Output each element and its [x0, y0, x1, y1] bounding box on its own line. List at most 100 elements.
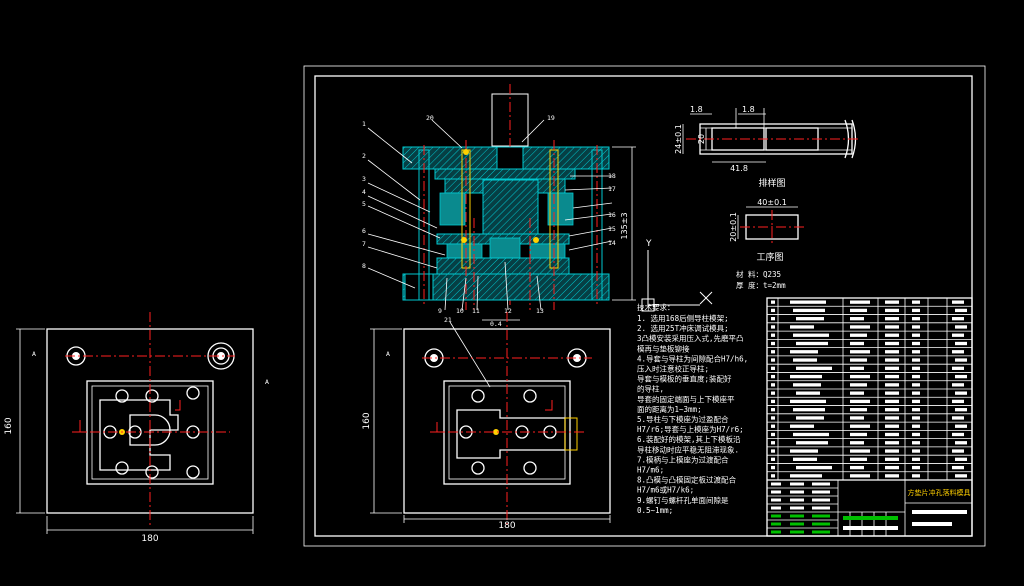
parts-list-cell-mark	[885, 408, 899, 412]
title-cell-mark	[843, 526, 898, 530]
parts-list-cell-mark	[912, 366, 920, 370]
parts-list-cell-mark	[955, 474, 967, 478]
parts-list-cell-mark	[771, 358, 775, 362]
title-cell-mark	[843, 516, 898, 520]
parts-list-cell-mark	[771, 416, 775, 420]
balloon-leaders	[367, 119, 613, 388]
parts-list-cell-mark	[885, 317, 899, 321]
parts-list-cell-mark	[955, 358, 967, 362]
title-cell-mark	[790, 482, 804, 486]
parts-list-cell-mark	[912, 374, 920, 379]
parts-list-cell-mark	[850, 366, 864, 370]
parts-list-cell-mark	[850, 449, 870, 453]
parts-list-cell-mark	[796, 341, 828, 346]
title-cell-mark	[771, 506, 781, 510]
tech-req-title: 技术要求：	[637, 302, 675, 312]
tech-req-line: 模再与垫板铆接	[637, 343, 690, 353]
parts-list-cell-mark	[912, 341, 920, 346]
parts-list-cell-mark	[955, 441, 967, 445]
parts-list-cell-mark	[952, 333, 964, 337]
strip-pitch-dim: 41.8	[730, 164, 748, 173]
title-cell-mark	[912, 510, 967, 514]
tech-req-line: 5.导柱与下模座为过盈配合	[637, 414, 729, 424]
parts-list-cell-mark	[885, 333, 899, 337]
parts-list-cell-mark	[955, 325, 967, 329]
parts-list-cell-mark	[912, 449, 920, 453]
balloon-17: 17	[608, 185, 616, 193]
parts-list-cell-mark	[790, 350, 818, 354]
process-caption: 工序图	[756, 251, 783, 263]
title-cell-mark	[771, 530, 781, 534]
balloon-14: 14	[608, 239, 616, 247]
parts-list-cell-mark	[952, 465, 964, 470]
right-plan-view: 160 180 A	[362, 312, 611, 531]
part-height-dim: 20±0.1	[729, 212, 738, 242]
parts-list-cell-mark	[850, 308, 867, 313]
title-cell-mark	[812, 514, 830, 518]
balloon-16: 16	[608, 211, 616, 219]
parts-list-cell-mark	[885, 300, 899, 304]
parts-list-cell-mark	[885, 391, 899, 395]
parts-list-cell-mark	[952, 416, 964, 420]
parts-list-cell-mark	[790, 399, 826, 404]
strip-layout-caption: 排样图	[758, 177, 785, 189]
tech-req-line: H7/m6;	[637, 466, 664, 475]
parts-list-cell-mark	[790, 325, 814, 329]
svg-text:A: A	[386, 350, 390, 358]
title-cell-mark	[812, 522, 830, 526]
title-cell-mark	[790, 506, 804, 510]
parts-list-cell-mark	[952, 399, 964, 404]
tech-req-line: 9.螺钉与螺杆孔单面间隙是	[637, 495, 729, 505]
balloon-4: 4	[362, 188, 366, 196]
bottom-gap-dim: 0.4	[490, 320, 502, 328]
parts-list-cell-mark	[912, 325, 920, 329]
parts-list-cell-mark	[771, 391, 775, 395]
parts-list-cell-mark	[771, 300, 775, 304]
parts-list-cell-mark	[793, 333, 829, 337]
parts-list-cell-mark	[771, 399, 775, 404]
parts-list-cell-mark	[790, 374, 822, 379]
parts-list-cell-mark	[796, 441, 828, 445]
parts-list-cell-mark	[793, 308, 825, 313]
tech-req-line: 的导柱,	[637, 384, 664, 394]
title-cell-mark	[790, 514, 804, 518]
parts-list-cell-mark	[793, 408, 825, 412]
parts-list-cell-mark	[885, 474, 899, 478]
parts-list-cell-mark	[850, 374, 870, 379]
title-cell-mark	[790, 498, 804, 502]
parts-list-cell-mark	[790, 474, 822, 478]
parts-list-cell-mark	[850, 416, 864, 420]
balloon-18: 18	[608, 172, 616, 180]
drawing-name: 方垫片冲孔落料模具	[908, 488, 971, 497]
parts-list-cell-mark	[850, 358, 867, 362]
balloon-11: 11	[472, 307, 480, 315]
strip-gap-b-dim: 1.8	[742, 105, 755, 114]
parts-list-cell-mark	[771, 308, 775, 313]
tech-req-line: 3凸模安装采用压入式,先磨平凸	[637, 333, 744, 343]
svg-text:A: A	[265, 378, 269, 386]
parts-list-cell-mark	[885, 366, 899, 370]
right-width-dim: 180	[498, 521, 515, 531]
parts-list-cell-mark	[771, 424, 775, 428]
parts-list-cell-mark	[912, 457, 920, 461]
parts-list-cell-mark	[955, 374, 967, 379]
parts-list-cell-mark	[885, 449, 899, 453]
title-cell-mark	[912, 522, 952, 526]
title-cell-mark	[771, 482, 781, 486]
parts-list-cell-mark	[850, 333, 867, 337]
parts-list-cell-mark	[885, 341, 899, 346]
parts-list-cell-mark	[850, 391, 864, 395]
balloon-numbers: 1 2 3 4 5 6 7 8 9 10 11 12 13 14 15 16 1…	[362, 114, 616, 324]
tech-req-line: 7.模柄与上模座为过渡配合	[637, 454, 729, 464]
parts-list-cell-mark	[850, 408, 867, 412]
parts-list-cell-mark	[885, 432, 899, 437]
right-height-dim: 160	[362, 412, 372, 429]
parts-list-cell-mark	[771, 457, 775, 461]
parts-list-cell-mark	[952, 432, 964, 437]
parts-list-cell-mark	[912, 424, 920, 428]
parts-list-cell-mark	[885, 383, 899, 387]
parts-list-cell-mark	[912, 383, 920, 387]
parts-list-cell-mark	[771, 366, 775, 370]
title-cell-mark	[790, 490, 804, 494]
